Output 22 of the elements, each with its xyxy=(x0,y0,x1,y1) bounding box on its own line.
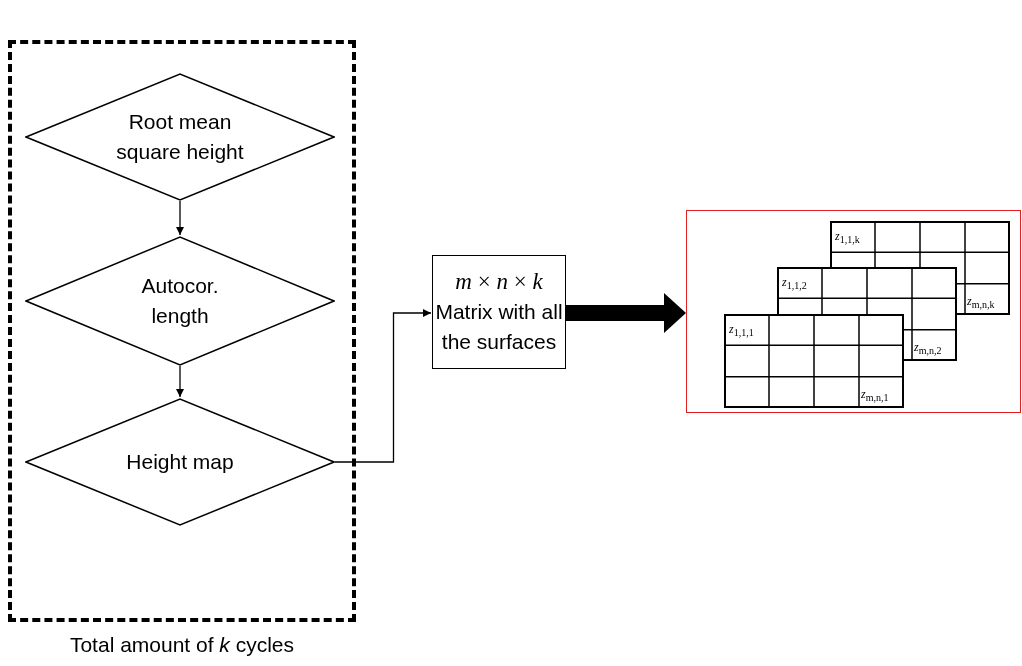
diamond-label: Root mean square height xyxy=(115,109,245,165)
diamond-label: Autocor. length xyxy=(140,273,220,329)
cell-label: z$_{m,n,2}$ xyxy=(914,339,942,357)
cell-label: z$_{1,1,1}$ xyxy=(729,322,754,339)
cell-label: z$_{1,1,2}$ xyxy=(782,275,807,292)
decision-diamond xyxy=(25,398,335,526)
group-title: Total amount of k cycles xyxy=(68,632,296,658)
matrix-grid xyxy=(724,314,904,408)
cell-label: z$_{m,n,k}$ xyxy=(967,293,995,311)
arrow xyxy=(176,200,184,236)
formula-text: m × n × k xyxy=(455,268,543,296)
diamond-label: Height map xyxy=(126,449,234,475)
box-label: Matrix with all the surfaces xyxy=(434,299,564,355)
process-box xyxy=(432,255,566,369)
cell-label: z$_{1,1,k}$ xyxy=(835,229,860,246)
highlight-frame xyxy=(686,210,1021,413)
arrow xyxy=(176,365,184,398)
arrow xyxy=(334,309,432,463)
cell-label: z$_{m,n,1}$ xyxy=(861,386,889,404)
decision-diamond xyxy=(25,73,335,201)
block-arrow xyxy=(566,293,686,333)
decision-diamond xyxy=(25,236,335,366)
